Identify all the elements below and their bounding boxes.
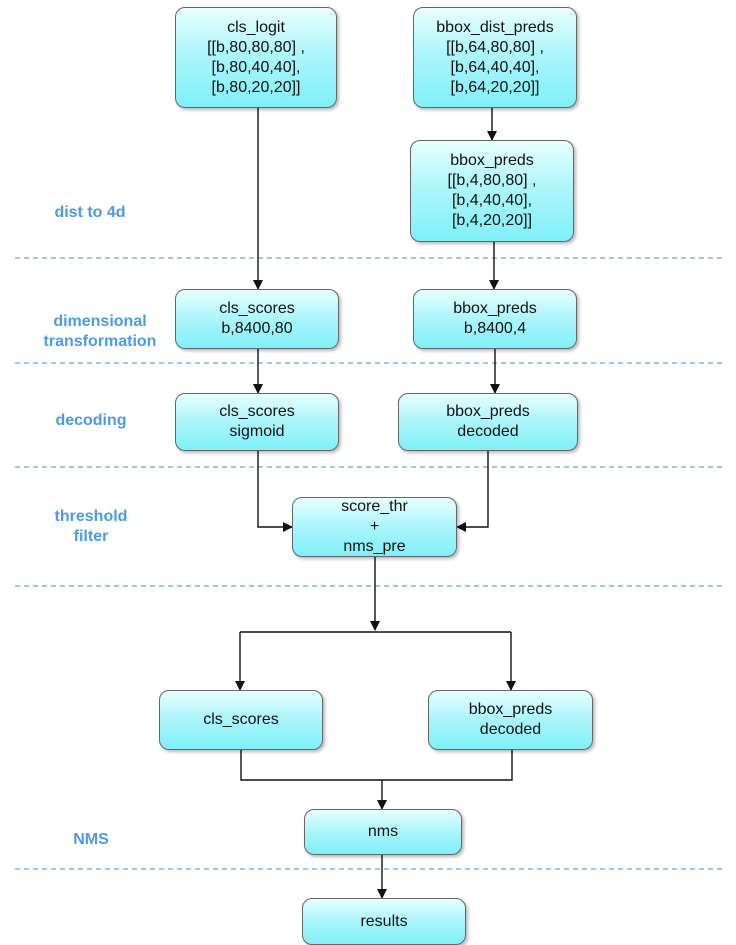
node-cls-scores-final: cls_scores <box>159 690 323 750</box>
stage-separators <box>15 257 722 870</box>
node-text-line: [b,4,20,20]] <box>451 212 533 229</box>
stage-label-threshold-filter: threshold filter <box>16 507 166 547</box>
node-results: results <box>302 898 466 945</box>
node-bbox-preds-flat: bbox_preds b,8400,4 <box>413 289 577 349</box>
node-text-line: bbox_dist_preds <box>436 18 554 36</box>
node-text-line: cls_scores <box>219 300 295 317</box>
stage-label-line: filter <box>73 528 109 545</box>
node-text-line: nms <box>367 823 399 840</box>
node-text-line: nms_pre <box>343 538 406 555</box>
node-text-line: [b,64,40,40], <box>450 58 540 76</box>
stage-label-line: decoding <box>55 412 127 429</box>
node-text-line: decoded <box>479 721 542 738</box>
edge-decoded-to-threshold <box>456 451 489 532</box>
stage-label-nms: NMS <box>16 830 166 850</box>
edge-merge <box>240 750 513 781</box>
node-text-line: + <box>369 518 380 535</box>
node-text-line: cls_scores <box>203 711 279 728</box>
node-text-line: cls_scores <box>219 403 295 420</box>
stage-label-line: dimensional <box>53 313 147 330</box>
node-text-line: bbox_preds <box>468 701 553 718</box>
node-text-line: bbox_preds <box>446 403 530 420</box>
node-text-line: [b,64,20,20]] <box>450 78 540 96</box>
node-text-line: cls_logit <box>227 18 285 36</box>
node-text-line: [b,80,40,40], <box>211 58 301 76</box>
stage-label-line: threshold <box>54 508 128 525</box>
node-text-line: decoded <box>457 423 519 440</box>
stage-label-dist-to-4d: dist to 4d <box>15 203 165 223</box>
node-text-line: [[b,4,80,80] , <box>447 172 537 189</box>
node-text-line: bbox_preds <box>453 300 537 317</box>
node-cls-scores-flat: cls_scores b,8400,80 <box>175 289 339 349</box>
stage-label-dimensional-transformation: dimensional transformation <box>25 312 175 352</box>
node-text-line: score_thr <box>341 498 408 515</box>
node-text-line: b,8400,80 <box>221 320 293 337</box>
node-text-line: sigmoid <box>229 423 285 440</box>
node-text-line: bbox_preds <box>450 152 534 169</box>
stage-label-line: transformation <box>43 333 157 350</box>
edge-sigmoid-to-threshold <box>257 451 293 532</box>
node-bbox-preds-4d: bbox_preds [[b,4,80,80] , [b,4,40,40], [b,4… <box>410 140 574 242</box>
stage-label-line: dist to 4d <box>54 204 126 221</box>
node-text-line: [b,80,20,20]] <box>211 78 301 96</box>
node-text-line: [[b,80,80,80] , <box>207 38 305 56</box>
node-bbox-dist-preds: bbox_dist_preds [[b,64,80,80] , [b,64,40,4… <box>413 7 577 108</box>
node-text-line: results <box>360 912 408 930</box>
connectors <box>235 108 516 899</box>
stage-label-line: NMS <box>73 831 109 848</box>
node-text-line: b,8400,4 <box>463 320 527 337</box>
node-cls-logit: cls_logit [[b,80,80,80] , [b,80,40,40], [b,… <box>175 7 337 108</box>
node-nms: nms <box>304 809 462 855</box>
stage-label-decoding: decoding <box>16 411 166 431</box>
node-text-line: [[b,64,80,80] , <box>446 38 544 56</box>
node-text-line: [b,4,40,40], <box>451 192 533 209</box>
node-threshold: score_thr + nms_pre <box>292 497 457 557</box>
